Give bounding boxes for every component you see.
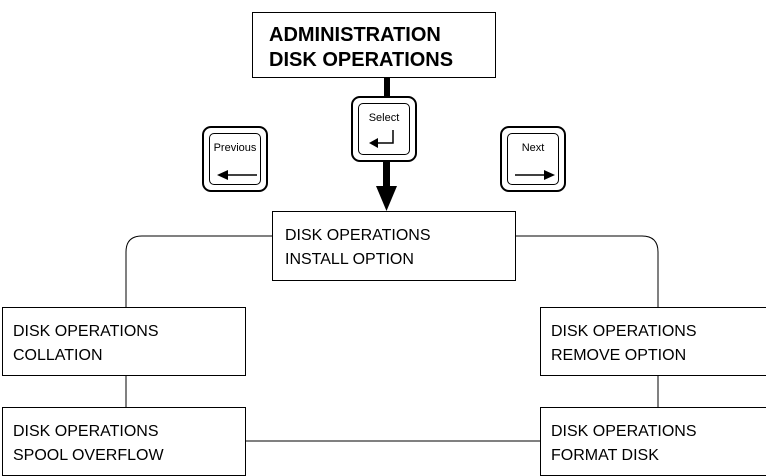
previous-key[interactable]: Previous xyxy=(202,126,268,192)
select-key-label: Select xyxy=(368,112,400,124)
collation-box: DISK OPERATIONS COLLATION xyxy=(2,307,246,376)
install-option-line2: INSTALL OPTION xyxy=(285,251,414,268)
left-loop-connector xyxy=(125,235,272,307)
remove-option-line2: REMOVE OPTION xyxy=(551,347,687,364)
remove-option-line1: DISK OPERATIONS xyxy=(551,323,697,340)
left-arrow-icon xyxy=(217,170,257,180)
install-option-box: DISK OPERATIONS INSTALL OPTION xyxy=(272,211,516,281)
top-box-line1: ADMINISTRATION xyxy=(269,24,441,46)
next-key-label: Next xyxy=(521,142,545,154)
top-to-select-connector xyxy=(384,78,390,96)
select-key[interactable]: Select xyxy=(351,96,417,162)
right-loop-connector xyxy=(516,235,659,307)
administration-disk-operations-box: ADMINISTRATION DISK OPERATIONS xyxy=(252,12,496,78)
select-to-center-connector xyxy=(383,162,390,188)
collation-line2: COLLATION xyxy=(13,347,103,364)
format-disk-line1: DISK OPERATIONS xyxy=(551,423,697,440)
format-disk-box: DISK OPERATIONS FORMAT DISK xyxy=(540,407,766,476)
enter-arrow-icon xyxy=(369,130,394,148)
spool-overflow-box: DISK OPERATIONS SPOOL OVERFLOW xyxy=(2,407,246,476)
spool-overflow-line2: SPOOL OVERFLOW xyxy=(13,447,164,464)
format-disk-line2: FORMAT DISK xyxy=(551,447,659,464)
top-box-line2: DISK OPERATIONS xyxy=(269,49,454,71)
select-down-arrowhead xyxy=(376,186,397,211)
install-option-line1: DISK OPERATIONS xyxy=(285,227,431,244)
next-key[interactable]: Next xyxy=(500,126,566,192)
spool-overflow-line1: DISK OPERATIONS xyxy=(13,423,159,440)
previous-key-label: Previous xyxy=(213,142,257,154)
collation-line1: DISK OPERATIONS xyxy=(13,323,159,340)
right-arrow-icon xyxy=(515,170,555,180)
remove-option-box: DISK OPERATIONS REMOVE OPTION xyxy=(540,307,766,376)
